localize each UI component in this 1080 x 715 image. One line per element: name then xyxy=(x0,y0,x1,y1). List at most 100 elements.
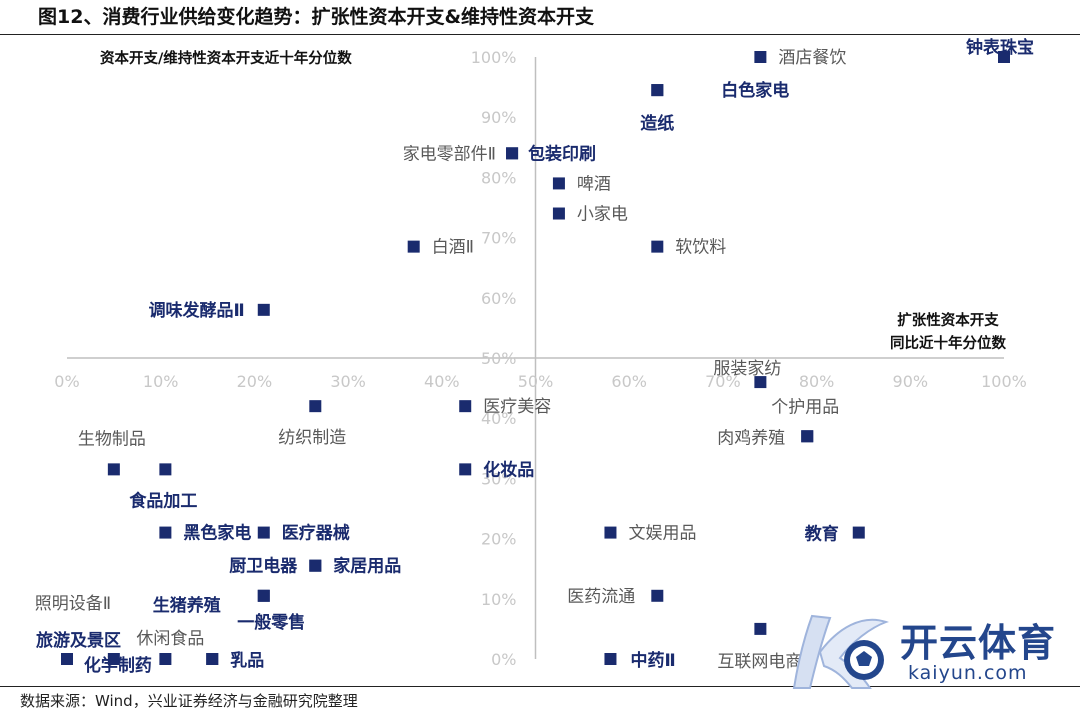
data-point-marker xyxy=(998,51,1010,63)
watermark-k-ball-icon xyxy=(792,614,889,689)
data-point-label: 食品加工 xyxy=(129,490,197,511)
data-point-marker xyxy=(754,376,767,389)
x-tick-label: 90% xyxy=(893,372,929,391)
x-tick-labels: 0% 10% 20% 30% 40% 50% 60% 70% 80% 90% 100% xyxy=(54,372,1027,391)
data-point-label: 个护用品 xyxy=(771,397,839,417)
data-point-label: 造纸 xyxy=(640,113,674,134)
data-point-marker xyxy=(552,207,565,220)
scatter-chart: 0%10%20%30%40%50%60%70%80%90%100% 0%10%2… xyxy=(35,37,1034,676)
x-tick-label: 20% xyxy=(237,372,273,391)
data-point-label: 白酒Ⅱ xyxy=(432,238,474,258)
data-point-marker xyxy=(107,463,120,476)
data-point-marker xyxy=(459,463,472,476)
x-tick-label: 0% xyxy=(54,372,79,391)
data-point-label: 化妆品 xyxy=(483,459,534,480)
watermark-brand-name: 开云体育 xyxy=(900,621,1057,665)
data-point-label: 生物制品 xyxy=(78,429,146,449)
source-note: 数据来源：Wind，兴业证券经济与金融研究院整理 xyxy=(20,692,358,710)
x-tick-label: 60% xyxy=(611,372,647,391)
data-point-label: 文娱用品 xyxy=(628,524,696,544)
data-point-marker xyxy=(309,559,322,572)
y-tick-label: 20% xyxy=(481,530,517,549)
data-points xyxy=(61,51,1010,665)
data-point-marker xyxy=(61,653,73,665)
data-point-label: 乳品 xyxy=(230,650,264,671)
y-axis-label: 资本开支/维持性资本开支近十年分位数 xyxy=(100,49,352,67)
data-point-label: 医疗美容 xyxy=(483,397,551,417)
watermark-url: kaiyun.com xyxy=(908,662,1028,684)
data-point-label: 小家电 xyxy=(577,205,628,225)
y-tick-label: 90% xyxy=(481,108,517,127)
data-point-marker xyxy=(257,589,270,602)
data-point-label: 家居用品 xyxy=(333,556,401,577)
data-point-label: 黑色家电 xyxy=(183,523,251,544)
data-point-marker xyxy=(754,51,767,63)
data-point-marker xyxy=(159,463,172,476)
data-point-label: 白色家电 xyxy=(721,80,789,101)
x-tick-label: 40% xyxy=(424,372,460,391)
data-point-marker xyxy=(159,526,172,539)
data-point-label: 纺织制造 xyxy=(278,428,346,448)
x-tick-label: 30% xyxy=(330,372,366,391)
data-point-label: 厨卫电器 xyxy=(229,556,298,577)
data-point-label: 包装印刷 xyxy=(528,143,596,164)
data-point-label: 酒店餐饮 xyxy=(778,48,846,68)
data-point-marker xyxy=(552,177,565,190)
x-axis-label-line-2: 同比近十年分位数 xyxy=(890,334,1006,352)
y-tick-labels: 0% 10% 20% 30% 40% 50% 60% 70% 80% 90% 100% xyxy=(471,48,517,669)
bottom-divider xyxy=(0,686,1080,687)
data-point-label: 服装家纺 xyxy=(713,359,781,379)
x-axis-label-line-1: 扩张性资本开支 xyxy=(897,311,999,329)
y-tick-label: 80% xyxy=(481,168,517,187)
x-tick-label: 10% xyxy=(143,372,179,391)
data-point-label: 旅游及景区 xyxy=(36,630,121,651)
data-point-marker xyxy=(801,430,814,443)
data-point-label: 调味发酵品Ⅱ xyxy=(149,300,245,321)
data-point-label: 照明设备Ⅱ xyxy=(35,594,111,614)
data-point-label: 生猪养殖 xyxy=(153,595,221,616)
data-point-label: 休闲食品 xyxy=(136,629,204,649)
data-point-label: 钟表珠宝 xyxy=(966,37,1034,58)
data-point-label: 肉鸡养殖 xyxy=(717,428,785,448)
data-point-marker xyxy=(754,622,767,635)
data-point-marker xyxy=(309,400,322,413)
axes xyxy=(67,57,1004,659)
data-point-marker xyxy=(651,84,664,97)
y-tick-label: 40% xyxy=(481,409,517,428)
x-tick-label: 100% xyxy=(981,372,1027,391)
data-point-marker xyxy=(604,526,617,539)
y-tick-label: 70% xyxy=(481,229,517,248)
data-point-label: 教育 xyxy=(804,524,839,545)
data-point-label: 化学制药 xyxy=(84,655,152,676)
data-point-label: 啤酒 xyxy=(577,174,611,194)
data-point-marker xyxy=(159,653,172,665)
y-tick-label: 30% xyxy=(481,469,517,488)
top-divider xyxy=(0,34,1080,35)
x-tick-label: 70% xyxy=(705,372,741,391)
data-point-label: 中药Ⅱ xyxy=(630,650,675,671)
data-point-label: 一般零售 xyxy=(237,612,305,633)
y-tick-label: 10% xyxy=(481,590,517,609)
data-point-marker xyxy=(852,526,865,539)
y-tick-label: 0% xyxy=(491,650,516,669)
watermark-logo: 开云体育 kaiyun.com xyxy=(790,608,1072,692)
y-tick-label: 60% xyxy=(481,289,517,308)
data-point-label: 医药流通 xyxy=(567,587,635,607)
x-tick-label: 80% xyxy=(799,372,835,391)
data-point-label: 医疗器械 xyxy=(282,523,350,544)
data-point-marker xyxy=(257,526,270,539)
data-point-marker xyxy=(107,653,120,665)
x-tick-label: 50% xyxy=(518,372,554,391)
y-tick-label: 100% xyxy=(471,48,517,67)
data-point-marker xyxy=(604,653,617,665)
data-point-marker xyxy=(206,653,219,665)
data-point-label: 互联网电商 xyxy=(717,652,802,672)
y-tick-label: 50% xyxy=(481,349,517,368)
chart-title: 图12、消费行业供给变化趋势：扩张性资本开支&维持性资本开支 xyxy=(38,6,595,28)
data-point-label: 家电零部件Ⅱ xyxy=(403,144,496,164)
data-point-label: 软饮料 xyxy=(675,238,726,258)
data-point-marker xyxy=(257,303,270,316)
data-point-marker xyxy=(407,240,420,253)
data-point-marker xyxy=(651,240,664,253)
